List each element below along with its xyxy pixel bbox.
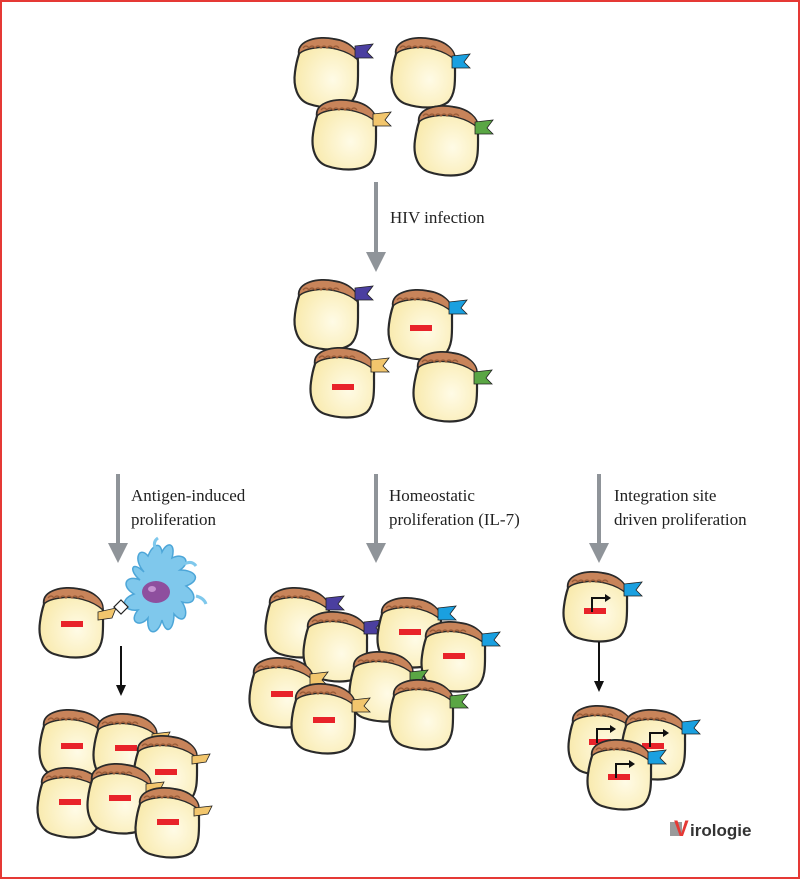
- provirus-icon: [332, 384, 354, 390]
- t-cell-icon: [420, 620, 501, 693]
- provirus-icon: [157, 819, 179, 825]
- provirus-icon: [642, 743, 664, 749]
- t-cell-icon: [620, 708, 701, 781]
- provirus-icon: [410, 325, 432, 331]
- promoter-arrow-icon: [615, 763, 630, 778]
- promoter-arrow-icon: [649, 732, 664, 747]
- t-cell-icon: [311, 98, 392, 171]
- t-cell-icon: [413, 104, 494, 177]
- t-cell-icon: [293, 36, 374, 109]
- homeostatic-label-line1: Homeostatic: [389, 486, 475, 505]
- provirus-icon: [59, 799, 81, 805]
- provirus-icon: [584, 608, 606, 614]
- hiv-infection-arrow: [366, 182, 386, 272]
- provirus-icon: [109, 795, 131, 801]
- integration-arrow: [589, 474, 609, 563]
- tcr-flag-icon: [354, 285, 374, 301]
- t-cell-icon: [134, 786, 213, 859]
- tcr-flag-icon: [372, 111, 392, 127]
- infected-cells: [293, 278, 493, 423]
- t-cell-icon: [562, 570, 643, 643]
- provirus-icon: [443, 653, 465, 659]
- provirus-icon: [61, 743, 83, 749]
- t-cell-icon: [412, 350, 493, 423]
- tcr-flag-icon: [473, 369, 493, 385]
- provirus-icon: [61, 621, 83, 627]
- integration-label-line1: Integration site: [614, 486, 716, 505]
- logo-text: irologie: [690, 821, 751, 840]
- t-cell-icon: [376, 596, 457, 669]
- t-cell-icon: [293, 278, 374, 351]
- provirus-icon: [155, 769, 177, 775]
- tcr-flag-icon: [354, 43, 374, 59]
- t-cell-icon: [387, 288, 468, 361]
- provirus-icon: [589, 739, 611, 745]
- homeostatic-label-line2: proliferation (IL-7): [389, 510, 520, 529]
- virologie-logo: V irologie: [670, 816, 751, 841]
- t-cell-icon: [309, 346, 390, 419]
- t-cell-icon: [586, 738, 667, 811]
- tcr-flag-icon: [97, 607, 117, 621]
- antigen-clones: [36, 708, 213, 859]
- homeostatic-branch: [248, 586, 501, 755]
- antigen-branch: [36, 536, 213, 859]
- t-cell-icon: [390, 36, 471, 109]
- antigen-label-line1: Antigen-induced: [131, 486, 246, 505]
- uninfected-cells: [293, 36, 494, 177]
- tcr-flag-icon: [474, 119, 494, 135]
- dendritic-cell-icon: [123, 536, 208, 633]
- logo-initial: V: [674, 816, 689, 841]
- t-cell-icon: [38, 586, 129, 659]
- hiv-infection-label: HIV infection: [390, 208, 485, 227]
- antigen-icon: [113, 599, 129, 615]
- provirus-icon: [271, 691, 293, 697]
- provirus-icon: [399, 629, 421, 635]
- provirus-icon: [608, 774, 630, 780]
- provirus-icon: [115, 745, 137, 751]
- homeostatic-arrow: [366, 474, 386, 563]
- promoter-arrow-icon: [596, 728, 611, 743]
- t-cell-icon: [264, 586, 345, 659]
- tcr-flag-icon: [448, 299, 468, 315]
- integration-label-line2: driven proliferation: [614, 510, 747, 529]
- antigen-label-line2: proliferation: [131, 510, 216, 529]
- tcr-flag-icon: [370, 357, 390, 373]
- promoter-arrow-icon: [591, 597, 606, 612]
- t-cell-icon: [388, 678, 469, 751]
- provirus-icon: [313, 717, 335, 723]
- t-cell-icon: [132, 734, 211, 807]
- integration-branch: [562, 570, 701, 811]
- tcr-flag-icon: [451, 53, 471, 69]
- t-cell-icon: [248, 656, 329, 729]
- antigen-arrow: [108, 474, 128, 563]
- t-cell-icon: [290, 682, 371, 755]
